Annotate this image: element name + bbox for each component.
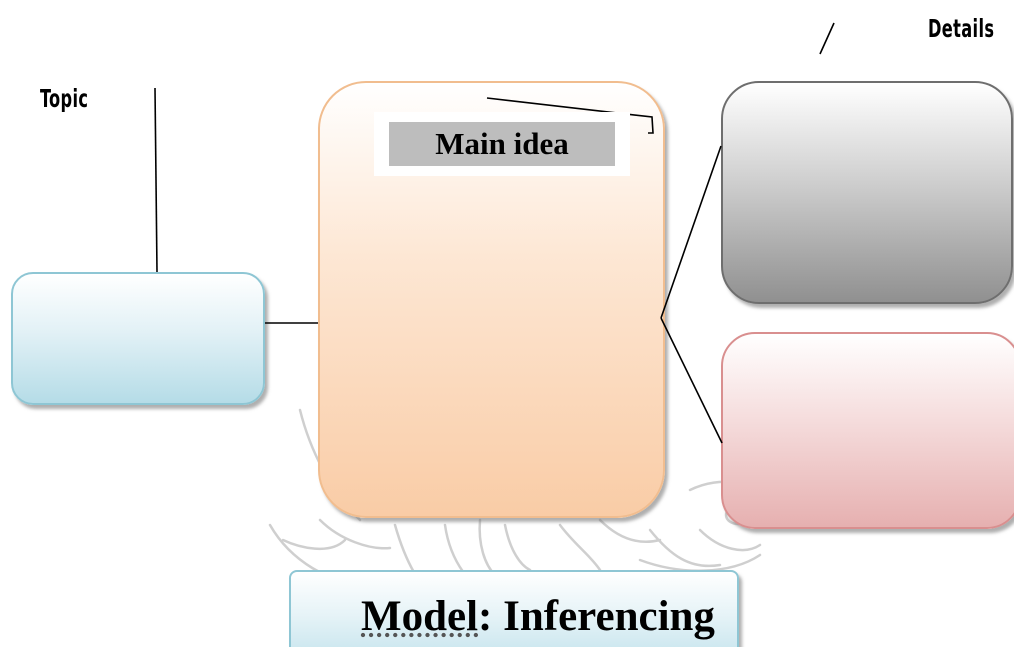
main-to-details-bottom-line (660, 317, 723, 444)
topic-box (11, 272, 265, 405)
details-box-bottom (721, 332, 1014, 529)
topic-label: Topic (40, 84, 89, 113)
title-text: Model: Inferencing (361, 592, 715, 641)
main-idea-leader-line (486, 97, 654, 134)
title-rest: : Inferencing (478, 593, 715, 640)
details-leader-line (819, 22, 835, 55)
main-to-details-top-line (660, 145, 722, 319)
title-box: Model: Inferencing (289, 570, 739, 647)
details-label: Details (928, 14, 995, 43)
details-box-top (721, 81, 1013, 304)
main-idea-label: Main idea (389, 122, 615, 166)
topic-leader-line (154, 87, 158, 273)
title-model-word: Model (361, 593, 479, 640)
main-idea-label-frame: Main idea (374, 112, 630, 176)
